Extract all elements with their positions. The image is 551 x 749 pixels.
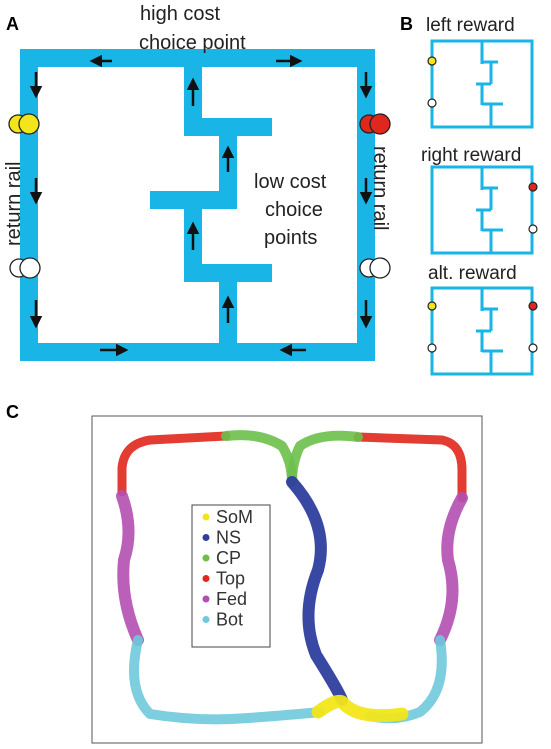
right-reward-label: right reward xyxy=(421,145,521,166)
panel-b-label: B xyxy=(400,14,413,34)
alt-reward-label: alt. reward xyxy=(428,263,517,284)
legend-marker-bot xyxy=(202,616,210,623)
left-reward-label: left reward xyxy=(426,15,515,36)
trajectory-som xyxy=(311,694,409,723)
trajectory-top xyxy=(353,432,467,503)
low-cost-label-2: choice xyxy=(265,199,323,221)
legend-marker-ns xyxy=(202,534,210,541)
maze-central-stem xyxy=(150,58,272,352)
right-red-ports xyxy=(359,113,391,135)
trajectory-cp xyxy=(287,430,363,487)
mini-maze-left-reward xyxy=(427,39,534,129)
trajectory-fed xyxy=(116,490,144,646)
legend-label-bot: Bot xyxy=(216,610,243,630)
legend-marker-top xyxy=(202,575,210,582)
mini-maze-alt-reward xyxy=(427,286,538,376)
low-cost-label-1: low cost xyxy=(254,171,327,193)
legend-label-som: SoM xyxy=(216,507,253,527)
right-white-ports xyxy=(359,257,391,279)
legend-marker-som xyxy=(202,513,210,521)
return-rail-left-label: return rail xyxy=(3,162,25,246)
legend-label-cp: CP xyxy=(216,548,241,568)
left-yellow-ports xyxy=(8,113,40,135)
high-cost-label-2: choice point xyxy=(139,32,246,54)
panel-c-label: C xyxy=(6,402,19,422)
legend-marker-fed xyxy=(202,595,210,603)
left-white-ports xyxy=(9,257,41,279)
high-cost-label-1: high cost xyxy=(140,3,220,25)
maze-diagram: high cost choice point low cost choice p… xyxy=(3,3,391,361)
trajectory-top xyxy=(117,431,231,497)
low-cost-label-3: points xyxy=(264,227,317,249)
mini-maze-right-reward xyxy=(430,165,538,255)
legend-marker-cp xyxy=(202,554,210,562)
trajectory-plot xyxy=(116,430,468,725)
return-rail-right-label: return rail xyxy=(369,146,391,230)
trajectory-ns xyxy=(286,476,348,706)
legend-label-ns: NS xyxy=(216,528,241,548)
panel-a-label: A xyxy=(6,14,19,34)
direction-arrows xyxy=(29,54,373,357)
legend-label-top: Top xyxy=(216,569,245,589)
trajectory-fed xyxy=(434,492,468,646)
trajectory-bot xyxy=(129,635,325,725)
legend-label-fed: Fed xyxy=(216,589,247,609)
